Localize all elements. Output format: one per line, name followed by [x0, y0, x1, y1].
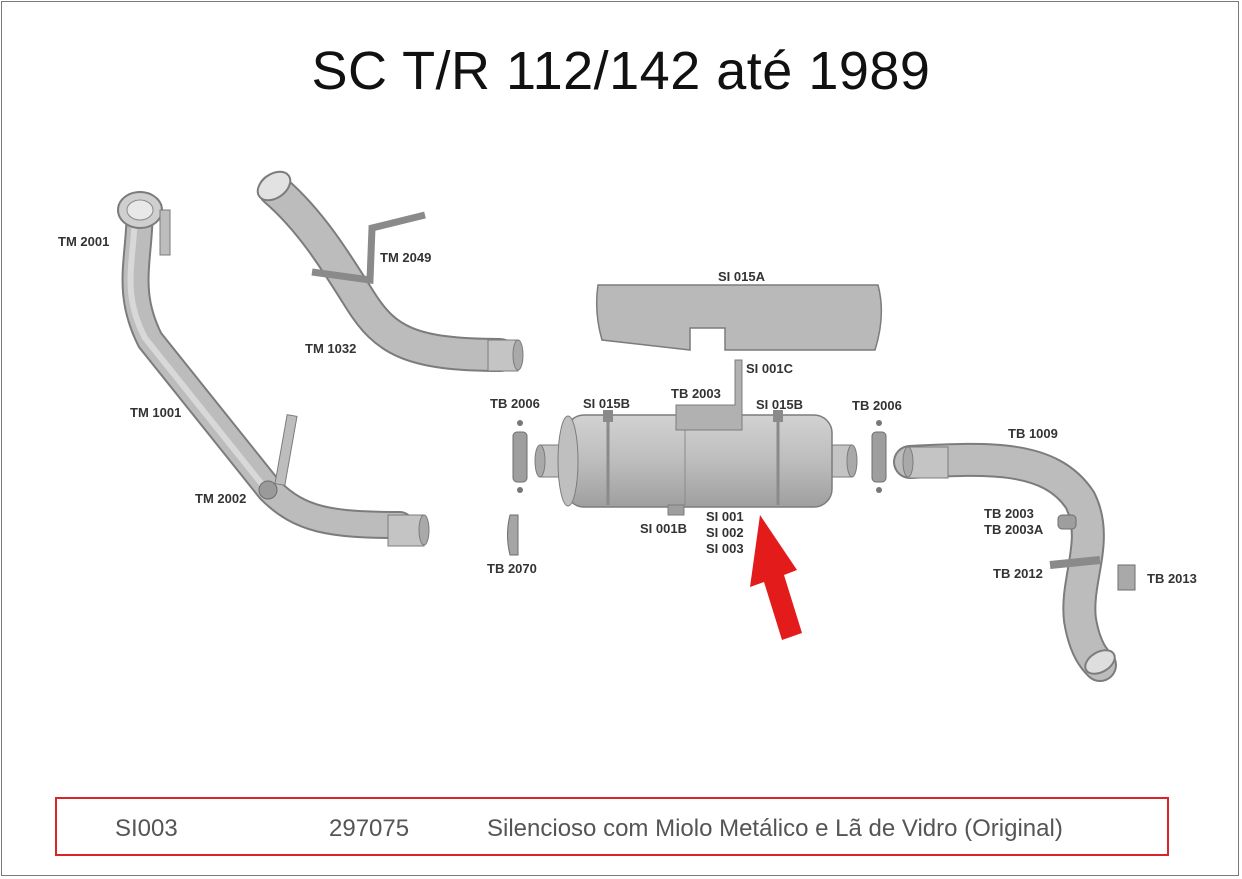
spec-code: SI003	[115, 815, 178, 842]
label-tb2003-right: TB 2003	[984, 506, 1034, 521]
label-tm1001: TM 1001	[130, 405, 181, 420]
label-tm2002: TM 2002	[195, 491, 246, 506]
label-si001b: SI 001B	[640, 521, 687, 536]
label-si015a: SI 015A	[718, 269, 766, 284]
label-tb2006-right: TB 2006	[852, 398, 902, 413]
muffler-si001	[534, 359, 858, 516]
label-tb2003-top: TB 2003	[671, 386, 721, 401]
clamp-tb2006-left	[512, 420, 528, 493]
heat-shield-si015a	[595, 284, 883, 351]
pipe-tm1032	[256, 170, 524, 372]
pipe-tm1001	[117, 191, 430, 547]
label-tm2049: TM 2049	[380, 250, 431, 265]
diagram-title: SC T/R 112/142 até 1989	[311, 41, 931, 101]
label-tb1009: TB 1009	[1008, 426, 1058, 441]
label-tm2001: TM 2001	[58, 234, 109, 249]
indicator-arrow	[750, 515, 802, 640]
spec-row: SI003 297075 Silencioso com Miolo Metáli…	[55, 797, 1169, 856]
label-tb2070: TB 2070	[487, 561, 537, 576]
label-si002: SI 002	[706, 525, 744, 540]
label-tb2003a: TB 2003A	[984, 522, 1044, 537]
label-si015b-left: SI 015B	[583, 396, 630, 411]
label-tb2013: TB 2013	[1147, 571, 1197, 586]
clamp-tb2006-right	[871, 420, 887, 493]
label-si001: SI 001	[706, 509, 744, 524]
label-si015b-right: SI 015B	[756, 397, 803, 412]
label-si001c: SI 001C	[746, 361, 794, 376]
spec-description: Silencioso com Miolo Metálico e Lã de Vi…	[487, 815, 1063, 842]
label-si003: SI 003	[706, 541, 744, 556]
pipe-tb1009	[893, 442, 1136, 682]
label-tm1032: TM 1032	[305, 341, 356, 356]
label-tb2012: TB 2012	[993, 566, 1043, 581]
clamp-tb2070	[507, 514, 519, 556]
spec-number: 297075	[329, 815, 410, 842]
label-tb2006-left: TB 2006	[490, 396, 540, 411]
